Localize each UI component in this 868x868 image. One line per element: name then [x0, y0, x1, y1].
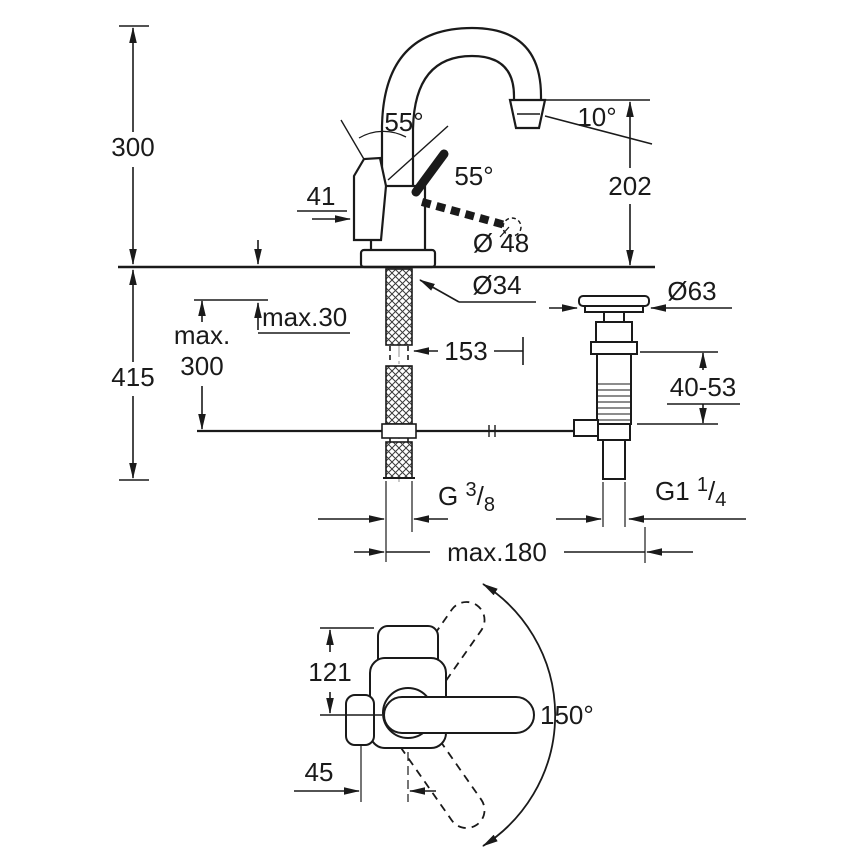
- dim-153: 153: [413, 336, 524, 366]
- waste-flange: [590, 341, 638, 355]
- dim-45: 45: [294, 744, 436, 802]
- dim-max180-label: max.180: [447, 537, 547, 567]
- thread-g114-label: G1 1/4: [655, 474, 726, 511]
- dim-max300-label-1: max.: [174, 320, 230, 350]
- dim-max30-label: max.30: [262, 302, 347, 332]
- dia-48-label: Ø 48: [473, 228, 529, 258]
- dim-45-label: 45: [305, 757, 334, 787]
- dim-max300-label-2: 300: [180, 351, 223, 381]
- dim-max300: max. 300: [174, 299, 268, 430]
- dim-dia34: Ø34: [419, 270, 536, 303]
- dim-max180: max.180: [354, 527, 693, 567]
- base-escutcheon: [359, 248, 437, 269]
- waste-plug-disk: [578, 295, 650, 307]
- dimensions: 300 415 max. 300 max.30 41 55°: [111, 25, 746, 567]
- threaded-shank-upper: [385, 268, 413, 346]
- dim-41: 41: [297, 181, 351, 223]
- waste-stem: [603, 311, 625, 323]
- top-lever-alt-dashed: [420, 198, 507, 229]
- thread-g38-label: G 3/8: [438, 479, 495, 516]
- dim-415: 415: [111, 269, 155, 481]
- dim-g38: G 3/8: [318, 479, 495, 562]
- dim-40-53-label: 40-53: [670, 372, 737, 402]
- handle-top-view: [383, 696, 535, 734]
- spout-outer-curve: [380, 26, 543, 190]
- dim-121-label: 121: [308, 657, 351, 687]
- spout-stub-top-view: [345, 694, 375, 746]
- dim-10deg: 10°: [544, 99, 653, 145]
- spout-inner-curve: [411, 54, 516, 190]
- waste-lever-tab: [573, 419, 599, 437]
- rod-clamp: [381, 423, 417, 439]
- under-counter: [197, 268, 583, 484]
- dia-63-label: Ø63: [667, 276, 716, 306]
- dim-41-label: 41: [307, 181, 336, 211]
- dim-dia63: Ø63: [549, 276, 732, 312]
- dim-415-label: 415: [111, 362, 154, 392]
- angle-55-upper-label: 55°: [384, 107, 423, 137]
- supply-hose-mid: [385, 365, 413, 425]
- dim-55-upper: 55°: [384, 107, 423, 137]
- dim-202-label: 202: [608, 171, 651, 201]
- dim-40-53: 40-53: [637, 351, 740, 425]
- dim-max30: max.30: [254, 240, 350, 334]
- dia-34-label: Ø34: [472, 270, 521, 300]
- side-view-faucet: [340, 26, 547, 269]
- hose-connector-end: [385, 441, 413, 479]
- dim-300: 300: [111, 25, 155, 265]
- dim-300-label: 300: [111, 132, 154, 162]
- waste-tailpiece: [602, 439, 626, 480]
- angle-150-label: 150°: [540, 700, 594, 730]
- dim-153-label: 153: [444, 336, 487, 366]
- waste-upper-body: [595, 321, 633, 343]
- top-view: 121 45 150°: [294, 583, 594, 847]
- swivel-arc: [482, 583, 556, 847]
- dim-g114: G1 1/4: [556, 474, 746, 527]
- angle-55-lower-label: 55°: [454, 161, 493, 191]
- top-lever: [411, 149, 449, 197]
- lever-knob-dashed: [502, 217, 522, 237]
- waste-assembly: [573, 295, 650, 480]
- waste-nut: [597, 423, 631, 441]
- angle-10-label: 10°: [577, 102, 616, 132]
- dim-121: 121: [308, 627, 382, 716]
- lever-handle-side: [352, 156, 388, 242]
- dim-dia48: Ø 48: [473, 226, 529, 258]
- dim-202: 202: [608, 101, 652, 266]
- dim-55-lower: 55°: [454, 161, 493, 191]
